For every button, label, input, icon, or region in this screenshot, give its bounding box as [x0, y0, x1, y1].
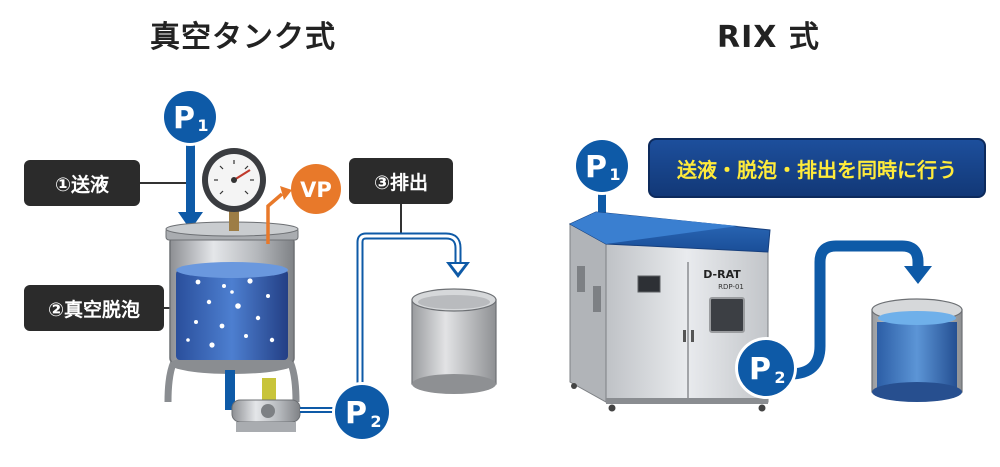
- rix-discharge-arrow-head: [904, 266, 932, 284]
- p2-left-sub: 2: [370, 412, 381, 431]
- machine-window: [709, 297, 745, 333]
- pump-rotor: [261, 404, 275, 418]
- pressure-gauge-needle: [233, 169, 251, 181]
- defoam-bubbles: [186, 278, 275, 348]
- discharge-label: ③排出: [349, 158, 453, 204]
- p1-right-letter: P: [585, 150, 607, 185]
- machine-base: [606, 398, 768, 404]
- rix-title: RIX 式: [717, 20, 820, 55]
- p1-badge-right: P 1: [573, 137, 631, 195]
- tank-liquid-surface: [176, 262, 288, 278]
- tank-liquid: [176, 270, 288, 360]
- p1-left-letter: P: [173, 101, 195, 136]
- right-cup-liquid-surface: [878, 311, 956, 325]
- pump-base: [236, 422, 296, 432]
- vp-badge: [291, 164, 341, 214]
- feed-label: ①送液: [24, 160, 140, 206]
- machine-display: [637, 275, 661, 293]
- p2-badge-left: P 2: [332, 382, 392, 442]
- gauge-stem: [229, 205, 239, 231]
- vacuum-line: [266, 192, 284, 244]
- p1-badge-left: P 1: [161, 88, 219, 146]
- simultaneous-process-banner: 送液・脱泡・排出を同時に行う: [648, 138, 986, 198]
- p2-left-letter: P: [345, 396, 367, 431]
- vacuum-tank-title: 真空タンク式: [150, 20, 336, 55]
- p2-right-letter: P: [749, 352, 771, 387]
- p2-badge-right: P 2: [735, 337, 797, 399]
- machine-handle-left: [683, 330, 686, 342]
- p1-feed-arrow-shaft: [186, 132, 195, 214]
- p1-right-sub: 1: [609, 165, 620, 184]
- machine-wheel-2: [758, 404, 766, 412]
- pressure-gauge-ticks: [214, 160, 254, 195]
- machine-model: RDP-01: [718, 283, 744, 291]
- machine-handle-right: [691, 330, 694, 342]
- pump-motor: [262, 378, 276, 402]
- machine-side-window-1: [577, 266, 585, 292]
- machine-wheel-3: [571, 383, 577, 389]
- left-receiving-cup-body: [411, 299, 497, 385]
- left-receiving-cup-bottom: [412, 374, 496, 394]
- tank-outlet-pipe: [225, 370, 235, 410]
- machine-name: D-RAT: [703, 268, 741, 281]
- p1-feed-arrow-head: [178, 212, 203, 230]
- machine-side-window-2: [593, 286, 601, 312]
- p1-right-arrow-shaft: [598, 182, 606, 216]
- vacuum-defoam-label: ②真空脱泡: [24, 285, 164, 331]
- p1-left-sub: 1: [197, 116, 208, 135]
- right-cup-liquid: [877, 322, 957, 392]
- pressure-gauge-hub: [231, 177, 237, 183]
- rix-discharge-pipe: [784, 240, 924, 380]
- vacuum-line-arrow: [280, 186, 292, 200]
- machine-side-panel: [569, 223, 607, 403]
- p2-right-sub: 2: [774, 368, 785, 387]
- machine-wheel-1: [608, 404, 616, 412]
- vp-badge-text: VP: [300, 178, 332, 202]
- right-receiving-cup-bottom: [872, 382, 962, 402]
